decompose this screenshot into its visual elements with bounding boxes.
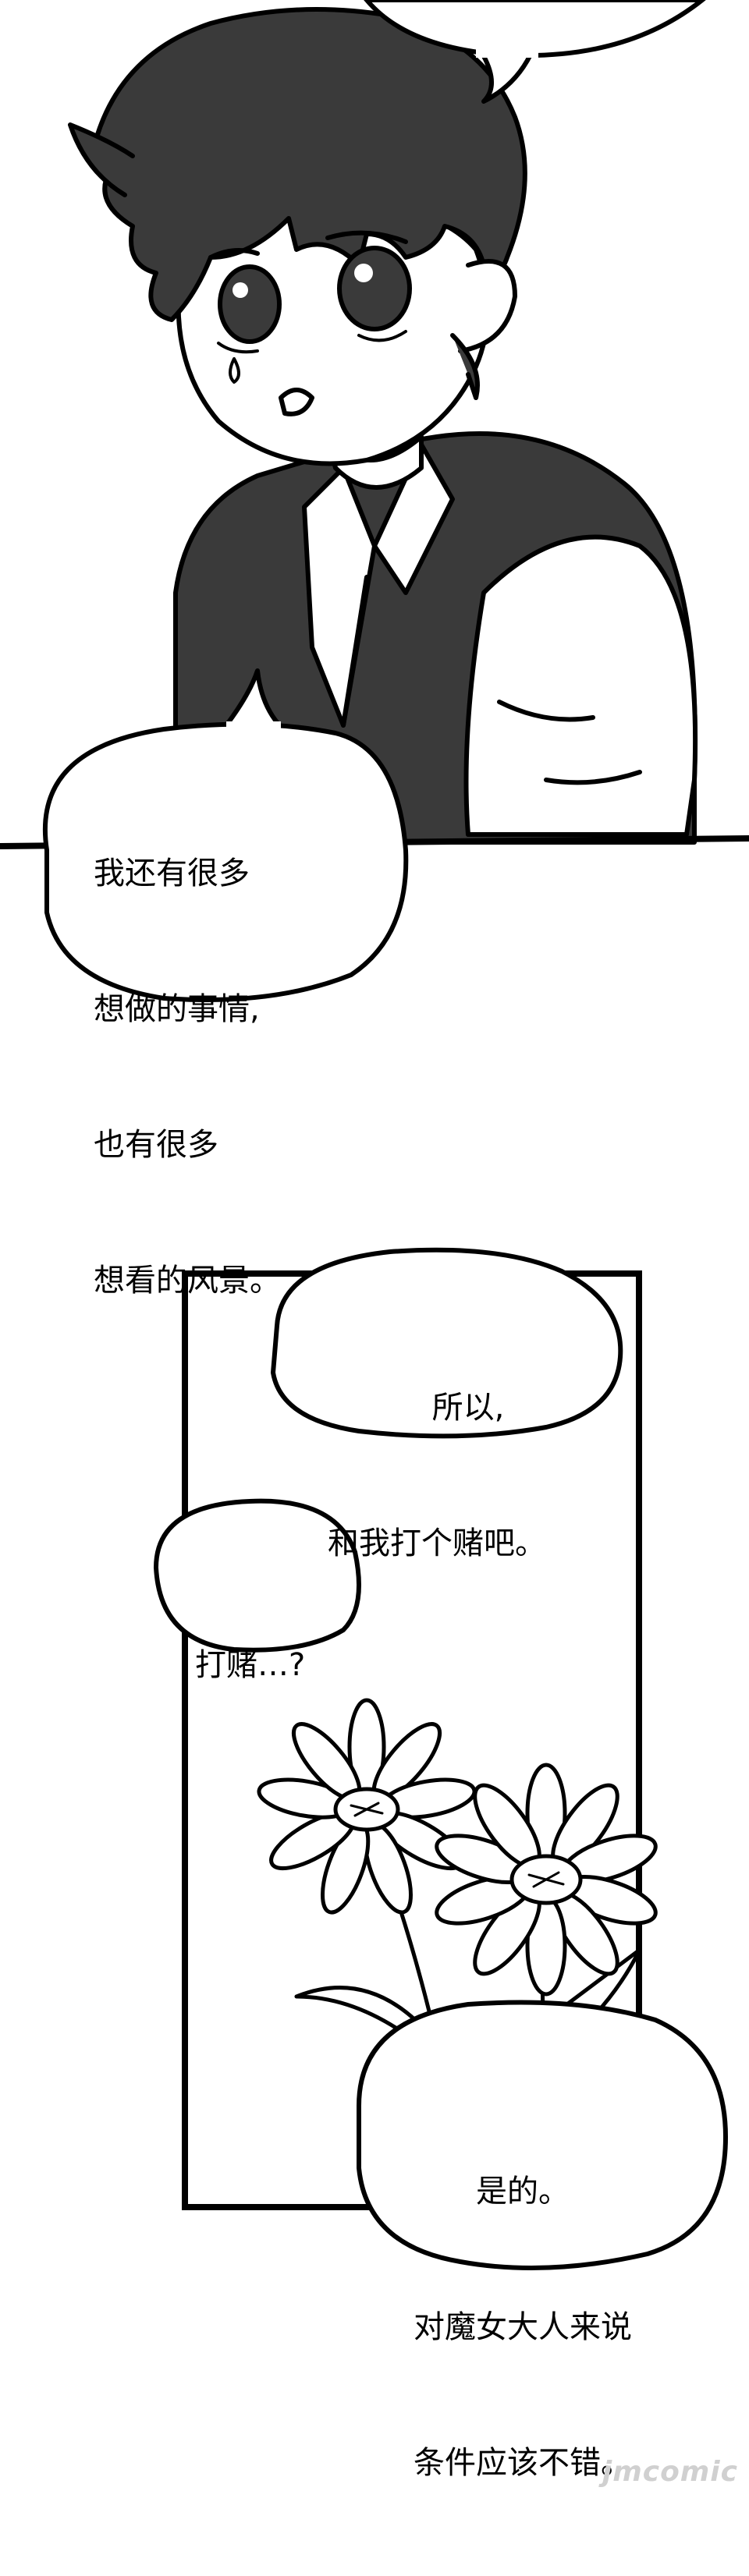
speech-bubble-3	[153, 1498, 361, 1653]
speech-line: 想看的风景。	[94, 1263, 281, 1299]
speech-line: 也有很多	[94, 1127, 218, 1163]
speech-line: 是的。	[476, 2174, 570, 2209]
speech-bubble-1	[42, 668, 409, 1002]
comic-artwork	[0, 0, 749, 2270]
speech-bubble-4	[357, 2000, 729, 2270]
speech-line: 所以,	[431, 1390, 505, 1426]
speech-line: 我还有很多	[94, 856, 250, 891]
comic-page: 我还有很多 想做的事情, 也有很多 想看的风景。 所以, 和我打个赌吧。 打赌……	[0, 0, 749, 2488]
speech-line: 打赌…?	[195, 1647, 306, 1683]
watermark-logo: jmcomic	[602, 2456, 738, 2488]
daisy-flowers-illustration	[257, 1698, 658, 2155]
boy-character-illustration	[0, 7, 749, 849]
speech-bubble-2	[270, 1247, 623, 1439]
speech-text-4: 是的。 对魔女大人来说 条件应该不错。	[414, 2078, 632, 2576]
speech-text-1: 我还有很多 想做的事情, 也有很多 想看的风景。	[94, 760, 281, 1394]
speech-text-3: 打赌…?	[195, 1552, 305, 1778]
speech-text-2: 所以, 和我打个赌吧。	[328, 1295, 546, 1657]
speech-line: 对魔女大人来说	[414, 2309, 632, 2345]
speech-line: 和我打个赌吧。	[328, 1525, 546, 1561]
speech-line: 条件应该不错。	[414, 2445, 632, 2481]
speech-line: 想做的事情,	[94, 991, 260, 1027]
